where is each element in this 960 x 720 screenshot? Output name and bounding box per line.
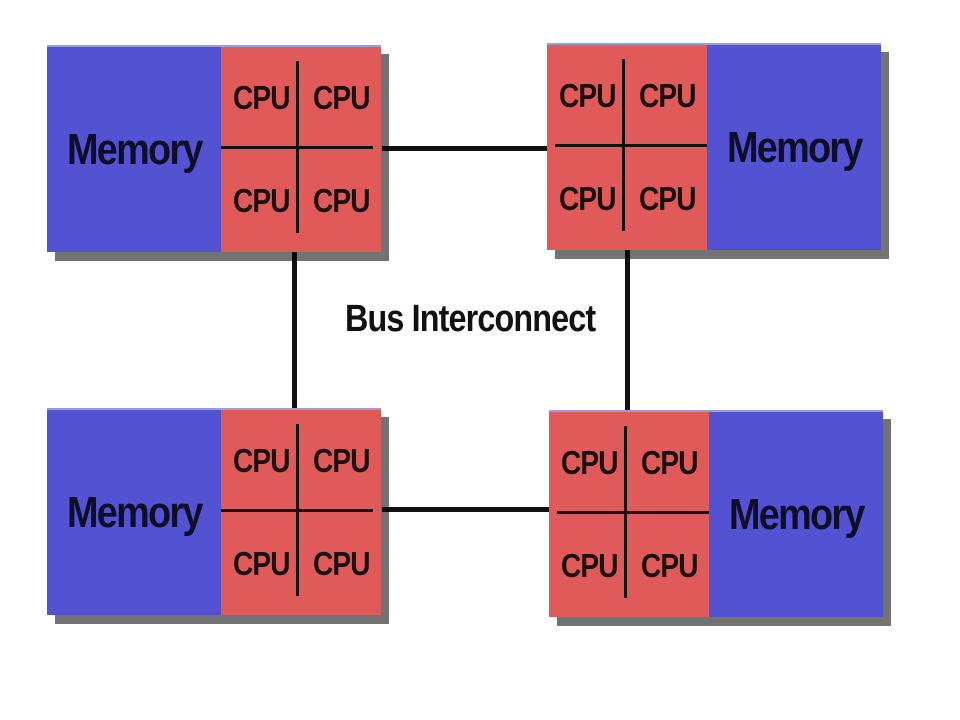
cpu-cell: CPU: [232, 181, 291, 219]
cpu-cell: CPU: [312, 544, 371, 582]
cpu-divider-horizontal: [221, 509, 373, 512]
bus-line-top: [382, 146, 548, 151]
cpu-cell: CPU: [312, 181, 371, 219]
bus-line-bottom: [382, 507, 550, 512]
memory-block: Memory: [707, 45, 881, 250]
bus-line-right: [625, 248, 630, 413]
cpu-cell: CPU: [640, 444, 699, 482]
bus-interconnect-label: Bus Interconnect: [345, 298, 596, 340]
cpu-block: CPU CPU CPU CPU: [547, 45, 707, 250]
cpu-divider-horizontal: [555, 144, 707, 147]
node-top-right: CPU CPU CPU CPU Memory: [547, 43, 881, 250]
cpu-divider-horizontal: [557, 511, 709, 514]
memory-block: Memory: [709, 412, 883, 617]
cpu-cell: CPU: [558, 179, 617, 217]
cpu-cell: CPU: [312, 79, 371, 117]
cpu-block: CPU CPU CPU CPU: [549, 412, 709, 617]
cpu-cell: CPU: [560, 444, 619, 482]
memory-block: Memory: [47, 47, 221, 252]
memory-block: Memory: [47, 410, 221, 615]
cpu-divider-horizontal: [221, 146, 373, 149]
cpu-block: CPU CPU CPU CPU: [221, 47, 381, 252]
cpu-cell: CPU: [232, 442, 291, 480]
cpu-cell: CPU: [638, 77, 697, 115]
cpu-cell: CPU: [638, 179, 697, 217]
node-bottom-right: CPU CPU CPU CPU Memory: [549, 410, 883, 617]
cpu-cell: CPU: [232, 544, 291, 582]
cpu-cell: CPU: [640, 546, 699, 584]
cpu-cell: CPU: [312, 442, 371, 480]
cpu-cell: CPU: [560, 546, 619, 584]
cpu-cell: CPU: [232, 79, 291, 117]
cpu-block: CPU CPU CPU CPU: [221, 410, 381, 615]
node-top-left: Memory CPU CPU CPU CPU: [47, 45, 381, 252]
cpu-cell: CPU: [558, 77, 617, 115]
node-bottom-left: Memory CPU CPU CPU CPU: [47, 408, 381, 615]
bus-line-left: [292, 250, 297, 410]
